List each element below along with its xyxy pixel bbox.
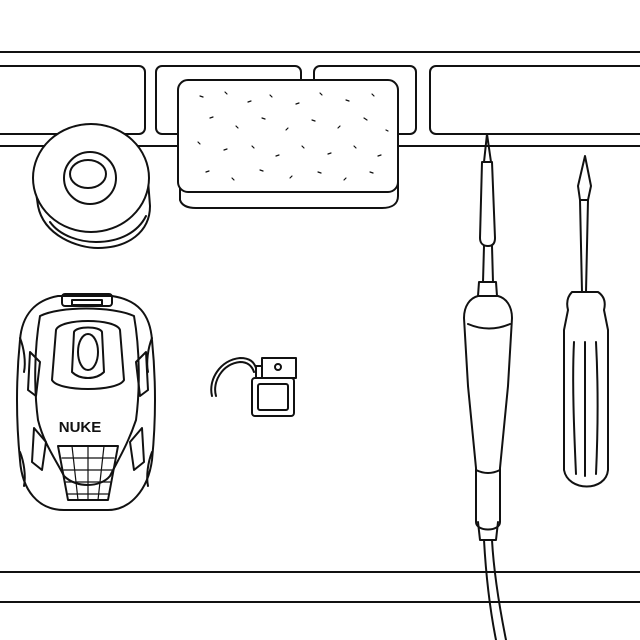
wire-component-icon: [210, 357, 297, 417]
toy-car-icon: NUKE: [16, 293, 156, 511]
screwdriver-icon: [563, 155, 609, 488]
car-label: NUKE: [59, 419, 102, 436]
cleaning-sponge-icon: [177, 79, 399, 209]
soldering-iron-icon: [463, 133, 513, 640]
solder-wire-spool-icon: [32, 123, 151, 249]
